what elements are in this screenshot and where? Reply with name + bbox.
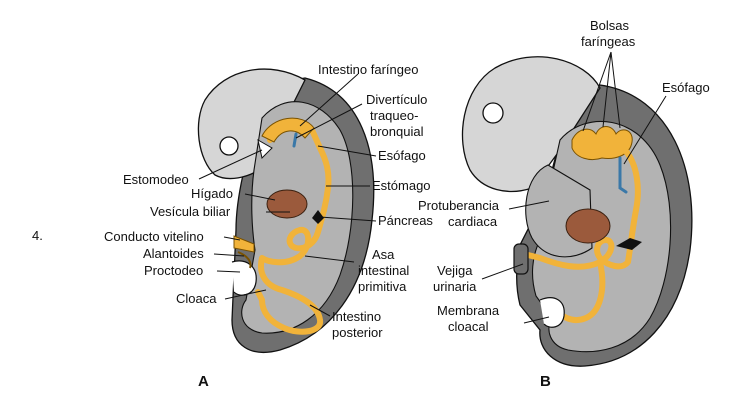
label-estomago: Estómago: [372, 178, 431, 193]
label-membrana-line2: cloacal: [448, 319, 489, 334]
embryo-b-cloacal-notch: [539, 297, 565, 328]
embryo-a-gut-tube: [255, 120, 332, 335]
labels-a: Intestino faríngeo Divertículo traqueo- …: [32, 62, 433, 390]
embryo-a-proctodeum: [231, 260, 257, 296]
label-diverticulo-line1: Divertículo: [366, 92, 427, 107]
embryo-a-allantois: [237, 251, 252, 269]
embryo-b-pharyngeal-pouches: [571, 126, 633, 161]
embryo-b: [461, 56, 693, 367]
label-cloaca: Cloaca: [176, 291, 217, 306]
label-intestino-faringeo: Intestino faríngeo: [318, 62, 418, 77]
leader-lines-b: [481, 51, 667, 324]
embryo-b-trachea: [618, 156, 628, 194]
embryo-a-trachea: [292, 132, 298, 148]
label-esofago-a: Esófago: [378, 148, 426, 163]
figure-number: 4.: [32, 228, 43, 243]
panel-label-a: A: [198, 373, 209, 390]
embryo-b-liver: [565, 208, 611, 244]
label-asa-line3: primitiva: [358, 279, 407, 294]
label-conducto-vitelino: Conducto vitelino: [104, 229, 204, 244]
label-diverticulo-line3: bronquial: [370, 124, 424, 139]
label-diverticulo-line2: traqueo-: [370, 108, 418, 123]
panel-label-b: B: [540, 373, 551, 390]
leader-lines-a: [198, 73, 377, 317]
label-alantoides: Alantoides: [143, 246, 204, 261]
embryo-b-allantois: [513, 243, 529, 275]
label-pancreas: Páncreas: [378, 213, 433, 228]
label-esofago-b: Esófago: [662, 80, 710, 95]
embryo-b-pancreas: [616, 238, 642, 250]
label-membrana-line1: Membrana: [437, 303, 500, 318]
label-asa-line2: intestinal: [358, 263, 409, 278]
embryo-b-eye: [482, 102, 504, 124]
label-estomodeo: Estomodeo: [123, 172, 189, 187]
embryo-b-head: [461, 56, 601, 192]
embryo-a-eye: [219, 136, 239, 156]
label-bolsas-line1: Bolsas: [590, 18, 630, 33]
embryo-a-pharynx: [261, 117, 315, 143]
label-asa-line1: Asa: [372, 247, 395, 262]
label-vejiga-line2: urinaria: [433, 279, 477, 294]
label-protuberancia-line2: cardiaca: [448, 214, 498, 229]
label-proctodeo: Proctodeo: [144, 263, 203, 278]
embryo-a: [197, 68, 375, 353]
embryo-a-stomodeum: [257, 139, 273, 159]
label-intestino-posterior-line1: Intestino: [332, 309, 381, 324]
label-intestino-posterior-line2: posterior: [332, 325, 383, 340]
labels-b: Bolsas faríngeas Esófago Protuberancia c…: [418, 18, 710, 390]
label-bolsas-line2: faríngeas: [581, 34, 636, 49]
embryo-a-liver: [266, 189, 308, 219]
label-vejiga-line1: Vejiga: [437, 263, 473, 278]
label-protuberancia-line1: Protuberancia: [418, 198, 500, 213]
label-higado: Hígado: [191, 186, 233, 201]
embryo-a-pancreas: [312, 210, 324, 224]
label-vesicula-biliar: Vesícula biliar: [150, 204, 231, 219]
